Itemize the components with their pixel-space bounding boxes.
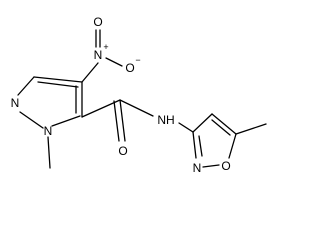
bond-c3-n2 <box>17 76 35 96</box>
bond-iso-c4-c5 <box>211 113 237 135</box>
bond-nitro-n-c4 <box>81 62 99 83</box>
atom-label-isoxazole-n: N <box>193 161 202 175</box>
bond-iso-o-n <box>202 164 220 168</box>
atom-label-isoxazole-o: O <box>221 159 230 173</box>
bond-n1-methyl <box>47 136 51 169</box>
bond-iso-c5-methyl <box>235 123 267 135</box>
bond-nh-c3-isoxazole <box>178 122 194 133</box>
bonds <box>17 29 267 169</box>
charge-nitro-o-minus: − <box>135 55 140 65</box>
bond-iso-c5-o <box>228 133 237 159</box>
bond-c4-c3-inner <box>37 81 79 88</box>
bond-n1-c5 <box>51 115 81 127</box>
atom-label-pyrazole-n2: N <box>11 96 20 110</box>
bond-iso-n-c3 <box>192 131 197 159</box>
atom-label-pyrazole-n1: N <box>44 124 53 138</box>
bond-iso-c4-c5-inner <box>211 119 231 136</box>
atom-label-nitro-o-top: O <box>93 15 102 29</box>
atom-label-nitro-o-right: O <box>125 61 134 75</box>
bond-iso-c3-c4 <box>192 113 213 133</box>
bond-carbonyl-nh <box>119 99 154 117</box>
bond-n2-n1 <box>19 111 44 129</box>
atom-label-amide-nh: NH <box>157 113 174 127</box>
atom-label-amide-o: O <box>118 144 127 158</box>
bond-c4-c3 <box>33 76 83 83</box>
molecule-structure-diagram: O N + O − N N O NH N O <box>11 15 267 175</box>
bond-nitro-n-o-right <box>105 57 123 67</box>
bond-carbonyl-o-a <box>119 99 126 142</box>
atom-labels: O N + O − N N O NH N O <box>11 15 231 175</box>
bond-iso-n-c3-inner <box>198 135 203 157</box>
atom-label-nitro-n: N <box>94 48 103 62</box>
bond-carbonyl-o-b <box>113 100 120 142</box>
charge-nitro-n-plus: + <box>103 42 108 52</box>
